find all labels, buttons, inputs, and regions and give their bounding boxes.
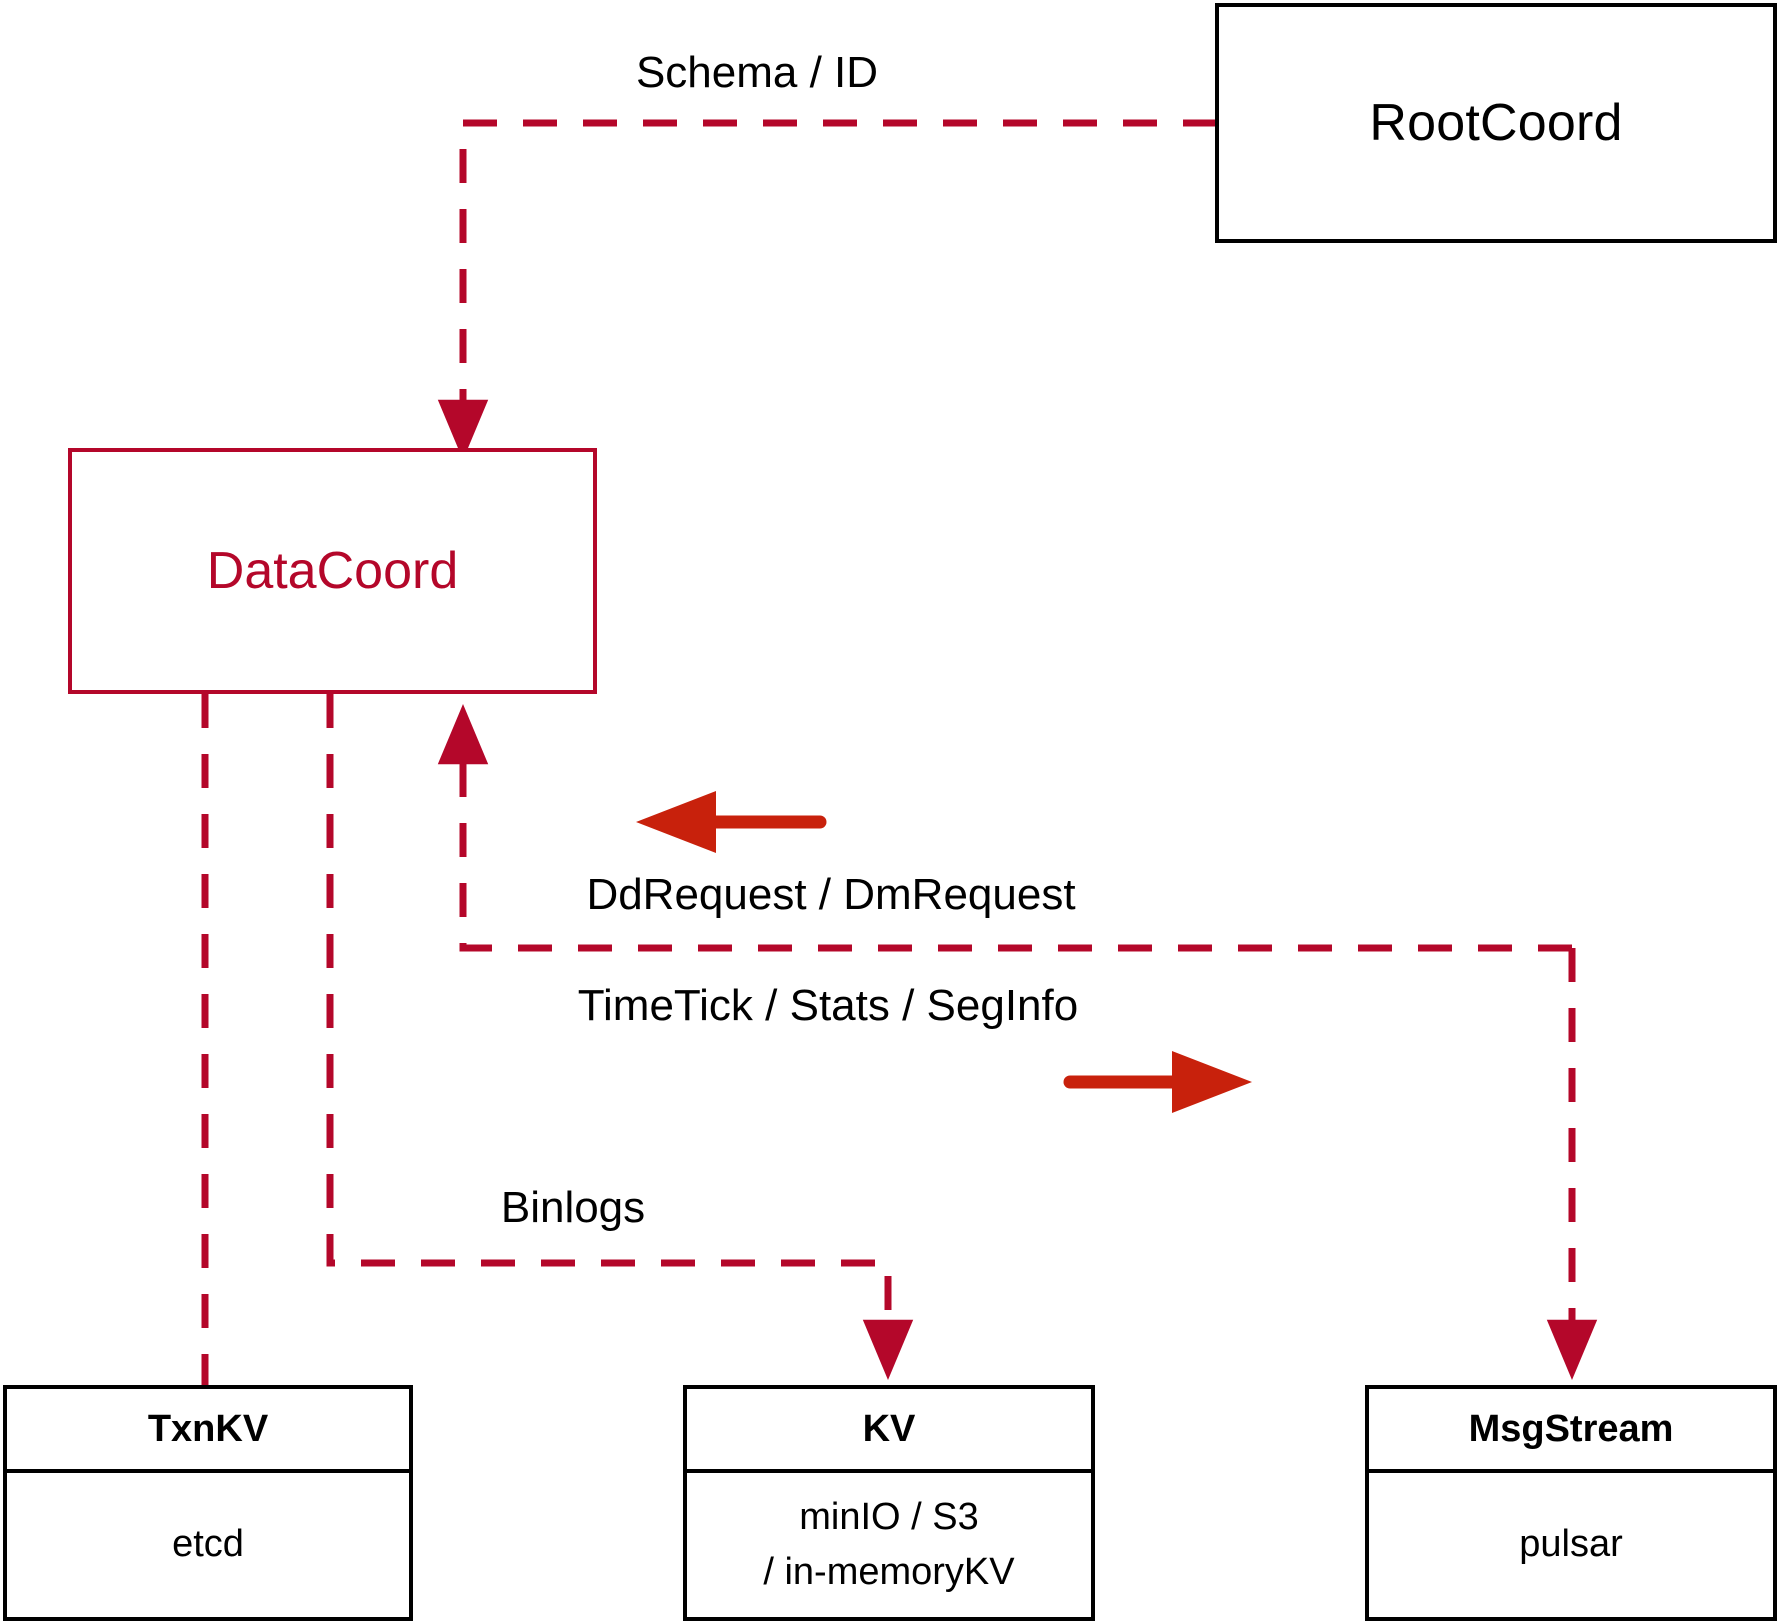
node-txnkv-title: TxnKV — [7, 1389, 409, 1473]
node-kv-body: minIO / S3 / in-memoryKV — [687, 1473, 1091, 1617]
node-msgstream-body: pulsar — [1369, 1473, 1773, 1617]
direction-arrow-left — [636, 791, 827, 853]
node-txnkv-body: etcd — [7, 1473, 409, 1617]
edge-label-schema-id: Schema / ID — [635, 48, 879, 97]
node-rootcoord[interactable]: RootCoord — [1215, 3, 1777, 243]
node-kv-title: KV — [687, 1389, 1091, 1473]
edge-label-timetick-stats-seginfo: TimeTick / Stats / SegInfo — [577, 981, 1079, 1030]
node-txnkv-body-line-1: etcd — [172, 1523, 244, 1566]
edge-label-binlogs: Binlogs — [500, 1183, 646, 1232]
node-datacoord-label: DataCoord — [206, 542, 459, 600]
node-kv[interactable]: KV minIO / S3 / in-memoryKV — [683, 1385, 1095, 1621]
node-datacoord[interactable]: DataCoord — [68, 448, 597, 694]
edge-label-dd-dm-request: DdRequest / DmRequest — [586, 870, 1076, 919]
node-msgstream-title: MsgStream — [1369, 1389, 1773, 1473]
node-msgstream[interactable]: MsgStream pulsar — [1365, 1385, 1777, 1621]
node-msgstream-body-line-1: pulsar — [1519, 1523, 1623, 1566]
node-kv-body-line-2: / in-memoryKV — [763, 1551, 1015, 1593]
edge-ddrequest-path — [437, 703, 1572, 952]
edge-binlogs-path — [326, 694, 914, 1381]
node-rootcoord-label: RootCoord — [1369, 94, 1623, 152]
node-txnkv[interactable]: TxnKV etcd — [3, 1385, 413, 1621]
node-kv-body-line-1: minIO / S3 — [799, 1495, 979, 1538]
direction-arrow-right — [1063, 1051, 1252, 1113]
edge-schema-id-path — [437, 119, 1217, 461]
